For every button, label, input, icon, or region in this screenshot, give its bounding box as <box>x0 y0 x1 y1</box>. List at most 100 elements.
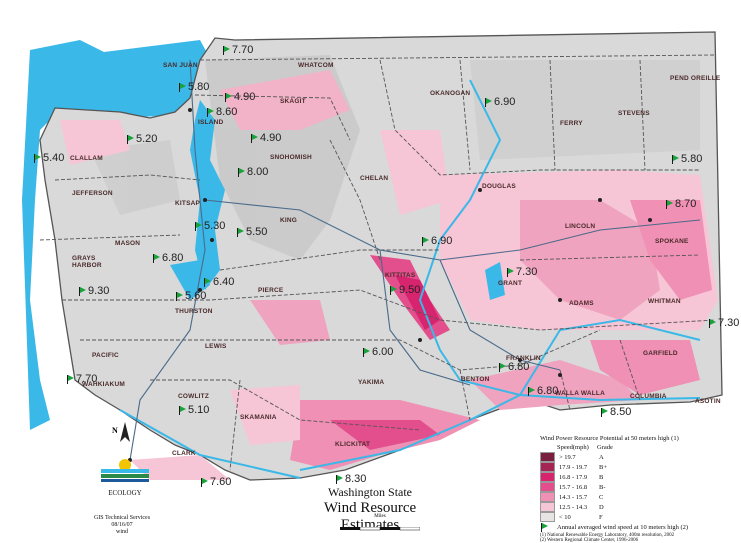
county-label: DOUGLAS <box>482 183 516 190</box>
county-label: SPOKANE <box>655 238 689 245</box>
flag-icon <box>362 347 371 357</box>
flag-icon <box>506 267 515 277</box>
legend-footnote: (1) National Renewable Energy Laboratory… <box>540 533 675 538</box>
legend-speed: 12.5 - 14.3 <box>559 503 588 511</box>
legend-row: 16.8 - 17.9 B <box>540 472 740 482</box>
wind-station: 6.80 <box>527 385 558 397</box>
flag-icon <box>200 477 209 487</box>
wind-station: 5.50 <box>236 226 267 238</box>
wind-station: 6.40 <box>203 276 234 288</box>
county-label: THURSTON <box>175 308 213 315</box>
wind-station: 5.20 <box>126 133 157 145</box>
county-label: CLALLAM <box>70 155 103 162</box>
credit-line: 08/16/07 <box>111 522 133 528</box>
county-label: LINCOLN <box>565 223 596 230</box>
wind-station: 6.80 <box>498 361 529 373</box>
county-label: SAN JUAN <box>163 62 198 69</box>
wind-station: 8.70 <box>665 198 696 210</box>
flag-icon <box>236 227 245 237</box>
wind-station: 8.60 <box>206 106 237 118</box>
flag-icon <box>527 386 536 396</box>
legend-grade: A <box>599 453 604 461</box>
wind-station: 5.80 <box>178 81 209 93</box>
flag-icon <box>484 97 493 107</box>
county-label: FRANKLIN <box>506 355 541 362</box>
wind-station: 6.90 <box>421 235 452 247</box>
county-label: ISLAND <box>198 119 224 126</box>
flag-icon <box>178 405 187 415</box>
wind-station: 5.40 <box>33 152 64 164</box>
county-label: WAHKIAKUM <box>82 381 125 388</box>
wind-station: 4.90 <box>224 91 255 103</box>
legend-grade: C <box>599 493 604 501</box>
county-label: CHELAN <box>360 175 389 182</box>
credit-line: GIS Technical Services <box>93 515 151 521</box>
city-dots <box>128 108 652 462</box>
legend-speed: 17.9 - 19.7 <box>559 463 588 471</box>
wind-station: 7.30 <box>708 317 739 329</box>
county-label: SNOHOMISH <box>270 154 312 161</box>
legend-grade: B- <box>599 483 606 491</box>
legend-speed: 16.8 - 17.9 <box>559 473 588 481</box>
wind-station: 5.80 <box>671 153 702 165</box>
flag-icon <box>498 362 507 372</box>
flag-icon <box>600 407 609 417</box>
county-label: PACIFIC <box>92 352 119 359</box>
wind-station: 5.10 <box>178 404 209 416</box>
legend-row: 14.3 - 15.7 C <box>540 492 740 502</box>
north-arrow: N <box>112 420 132 448</box>
wind-station: 6.00 <box>362 346 393 358</box>
county-label: GRANT <box>498 280 523 287</box>
county-label: LEWIS <box>205 343 227 350</box>
county-label: WHITMAN <box>648 298 681 305</box>
wind-station: 5.60 <box>175 290 206 302</box>
wind-station: 5.30 <box>194 220 225 232</box>
north-label: N <box>112 426 118 435</box>
county-label: BENTON <box>461 376 490 383</box>
legend-header: Speed(mph) Grade <box>557 443 613 451</box>
county-label: SKAGIT <box>280 98 306 105</box>
svg-text:ECOLOGY: ECOLOGY <box>108 489 141 497</box>
flag-icon <box>126 134 135 144</box>
legend-title: Wind Power Resource Potential at 50 mete… <box>540 435 679 442</box>
legend-footnote: (2) Western Regional Climate Center, 199… <box>540 538 639 543</box>
county-label: JEFFERSON <box>72 190 113 197</box>
flag-icon <box>237 167 246 177</box>
wind-station: 8.50 <box>600 406 631 418</box>
legend-grade: B <box>599 473 604 481</box>
flag-icon <box>224 92 233 102</box>
county-label: KITTITAS <box>385 272 416 279</box>
county-label: WALLA WALLA <box>555 390 605 397</box>
puget-sound <box>190 100 225 290</box>
wind-station: 9.50 <box>389 284 420 296</box>
flag-icon <box>206 107 215 117</box>
rivers <box>119 79 701 479</box>
flag-icon <box>708 318 717 328</box>
legend-grade: F <box>599 513 603 521</box>
wind-station: 6.80 <box>152 252 183 264</box>
legend-flag-row: Annual averaged wind speed at 10 meters … <box>540 522 740 532</box>
legend-swatch <box>540 502 555 512</box>
flag-icon <box>540 522 549 532</box>
wind-station: 7.70 <box>222 44 253 56</box>
county-label: STEVENS <box>618 110 650 117</box>
scale-label: Miles <box>374 514 386 519</box>
county-label: COWLITZ <box>178 393 210 400</box>
county-label: PEND OREILLE <box>670 75 721 82</box>
legend-speed: 14.3 - 15.7 <box>559 493 588 501</box>
legend-grade: D <box>599 503 604 511</box>
wind-station: 6.90 <box>484 96 515 108</box>
flag-icon <box>194 221 203 231</box>
map-legend: Wind Power Resource Potential at 50 mete… <box>540 435 740 543</box>
flag-icon <box>78 286 87 296</box>
county-label: KITSAP <box>175 200 201 207</box>
county-label: CLARK <box>172 450 196 457</box>
county-label: SKAMANIA <box>240 414 277 421</box>
wind-station: 4.90 <box>250 132 281 144</box>
map-title-line1: Washington State <box>327 485 413 499</box>
county-label: YAKIMA <box>358 379 385 386</box>
